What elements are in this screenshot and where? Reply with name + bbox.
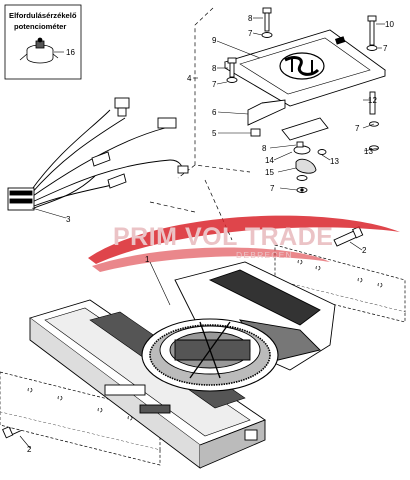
main-frame (29, 261, 336, 469)
callout-2-left: 2 (27, 445, 32, 454)
callout-1: 1 (145, 255, 150, 264)
inset-box: Elfordulásérzékelő potenciométer 16 (4, 4, 82, 80)
callout-10: 10 (385, 20, 394, 29)
right-rail (274, 244, 406, 323)
leader-lines (19, 17, 385, 449)
callout-8b: 8 (212, 64, 217, 73)
left-rail (0, 371, 161, 466)
callout-7d: 7 (355, 124, 360, 133)
callout-6: 6 (212, 108, 217, 117)
callout-7e: 7 (270, 184, 275, 193)
callout-7c: 7 (212, 80, 217, 89)
callout-8a: 8 (248, 14, 253, 23)
callout-13a: 13 (330, 157, 339, 166)
callout-13b: 13 (364, 147, 373, 156)
sensor-parts (281, 117, 329, 193)
sensor-plate (223, 29, 386, 107)
inset-title-line2: potenciométer (14, 22, 66, 31)
callout-5: 5 (212, 129, 217, 138)
watermark-city: DEBRECEN (236, 250, 293, 260)
callout-16: 16 (66, 48, 75, 57)
callout-7a: 7 (248, 29, 253, 38)
callout-4: 4 (187, 74, 192, 83)
callout-3: 3 (66, 215, 71, 224)
potentiometer-drawing (19, 37, 59, 64)
callout-15: 15 (265, 168, 274, 177)
wiring-harness (7, 97, 189, 211)
inset-title-line1: Elfordulásérzékelő (9, 11, 77, 20)
callout-numbers: 8 7 9 10 7 4 8 7 6 5 12 7 8 14 15 7 13 1… (27, 14, 394, 454)
watermark-brand: PRIM VOL TRADE (113, 223, 333, 251)
callout-12: 12 (368, 96, 377, 105)
bracket (247, 99, 286, 126)
watermark-swoosh (88, 215, 400, 264)
callout-7b: 7 (383, 44, 388, 53)
callout-2-right: 2 (362, 246, 367, 255)
callout-9: 9 (212, 36, 217, 45)
watermark-swoosh-lower (92, 247, 330, 272)
watermark: PRIM VOL TRADE DEBRECEN (88, 215, 400, 272)
callout-14: 14 (265, 156, 274, 165)
callout-8c: 8 (262, 144, 267, 153)
